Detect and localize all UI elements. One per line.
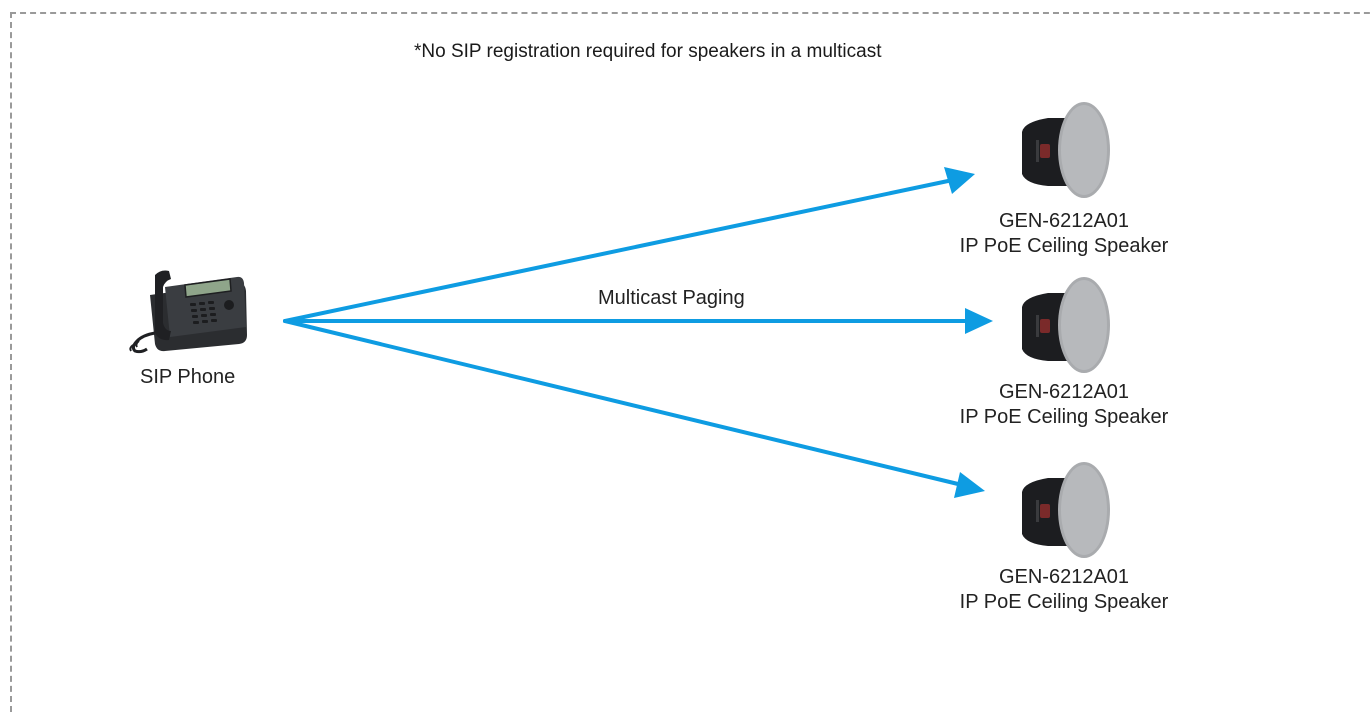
multicast-paging-label: Multicast Paging [598,287,745,309]
arrow-to-speaker-2 [283,308,993,334]
speaker-model: GEN-6212A01 [998,210,1130,232]
speaker-description: IP PoE Ceiling Speaker [959,235,1169,257]
ceiling-speaker-icon [1022,462,1110,558]
multicast-note: *No SIP registration required for speake… [414,41,882,62]
sip-phone-label: SIP Phone [140,366,236,388]
speaker-model: GEN-6212A01 [998,566,1130,588]
speaker-label-2: GEN-6212A01 IP PoE Ceiling Speaker [924,380,1204,430]
arrow-to-speaker-1 [283,167,975,323]
speaker-label-3: GEN-6212A01 IP PoE Ceiling Speaker [924,565,1204,615]
arrow-to-speaker-3 [283,319,985,498]
speaker-label-1: GEN-6212A01 IP PoE Ceiling Speaker [924,209,1204,259]
ceiling-speaker-icon [1022,102,1110,198]
desk-phone-icon [129,270,247,354]
speaker-description: IP PoE Ceiling Speaker [959,406,1169,428]
speaker-description: IP PoE Ceiling Speaker [959,591,1169,613]
ceiling-speaker-icon [1022,277,1110,373]
paging-arrows [283,167,993,498]
diagram-frame [10,12,1371,712]
speaker-model: GEN-6212A01 [998,381,1130,403]
